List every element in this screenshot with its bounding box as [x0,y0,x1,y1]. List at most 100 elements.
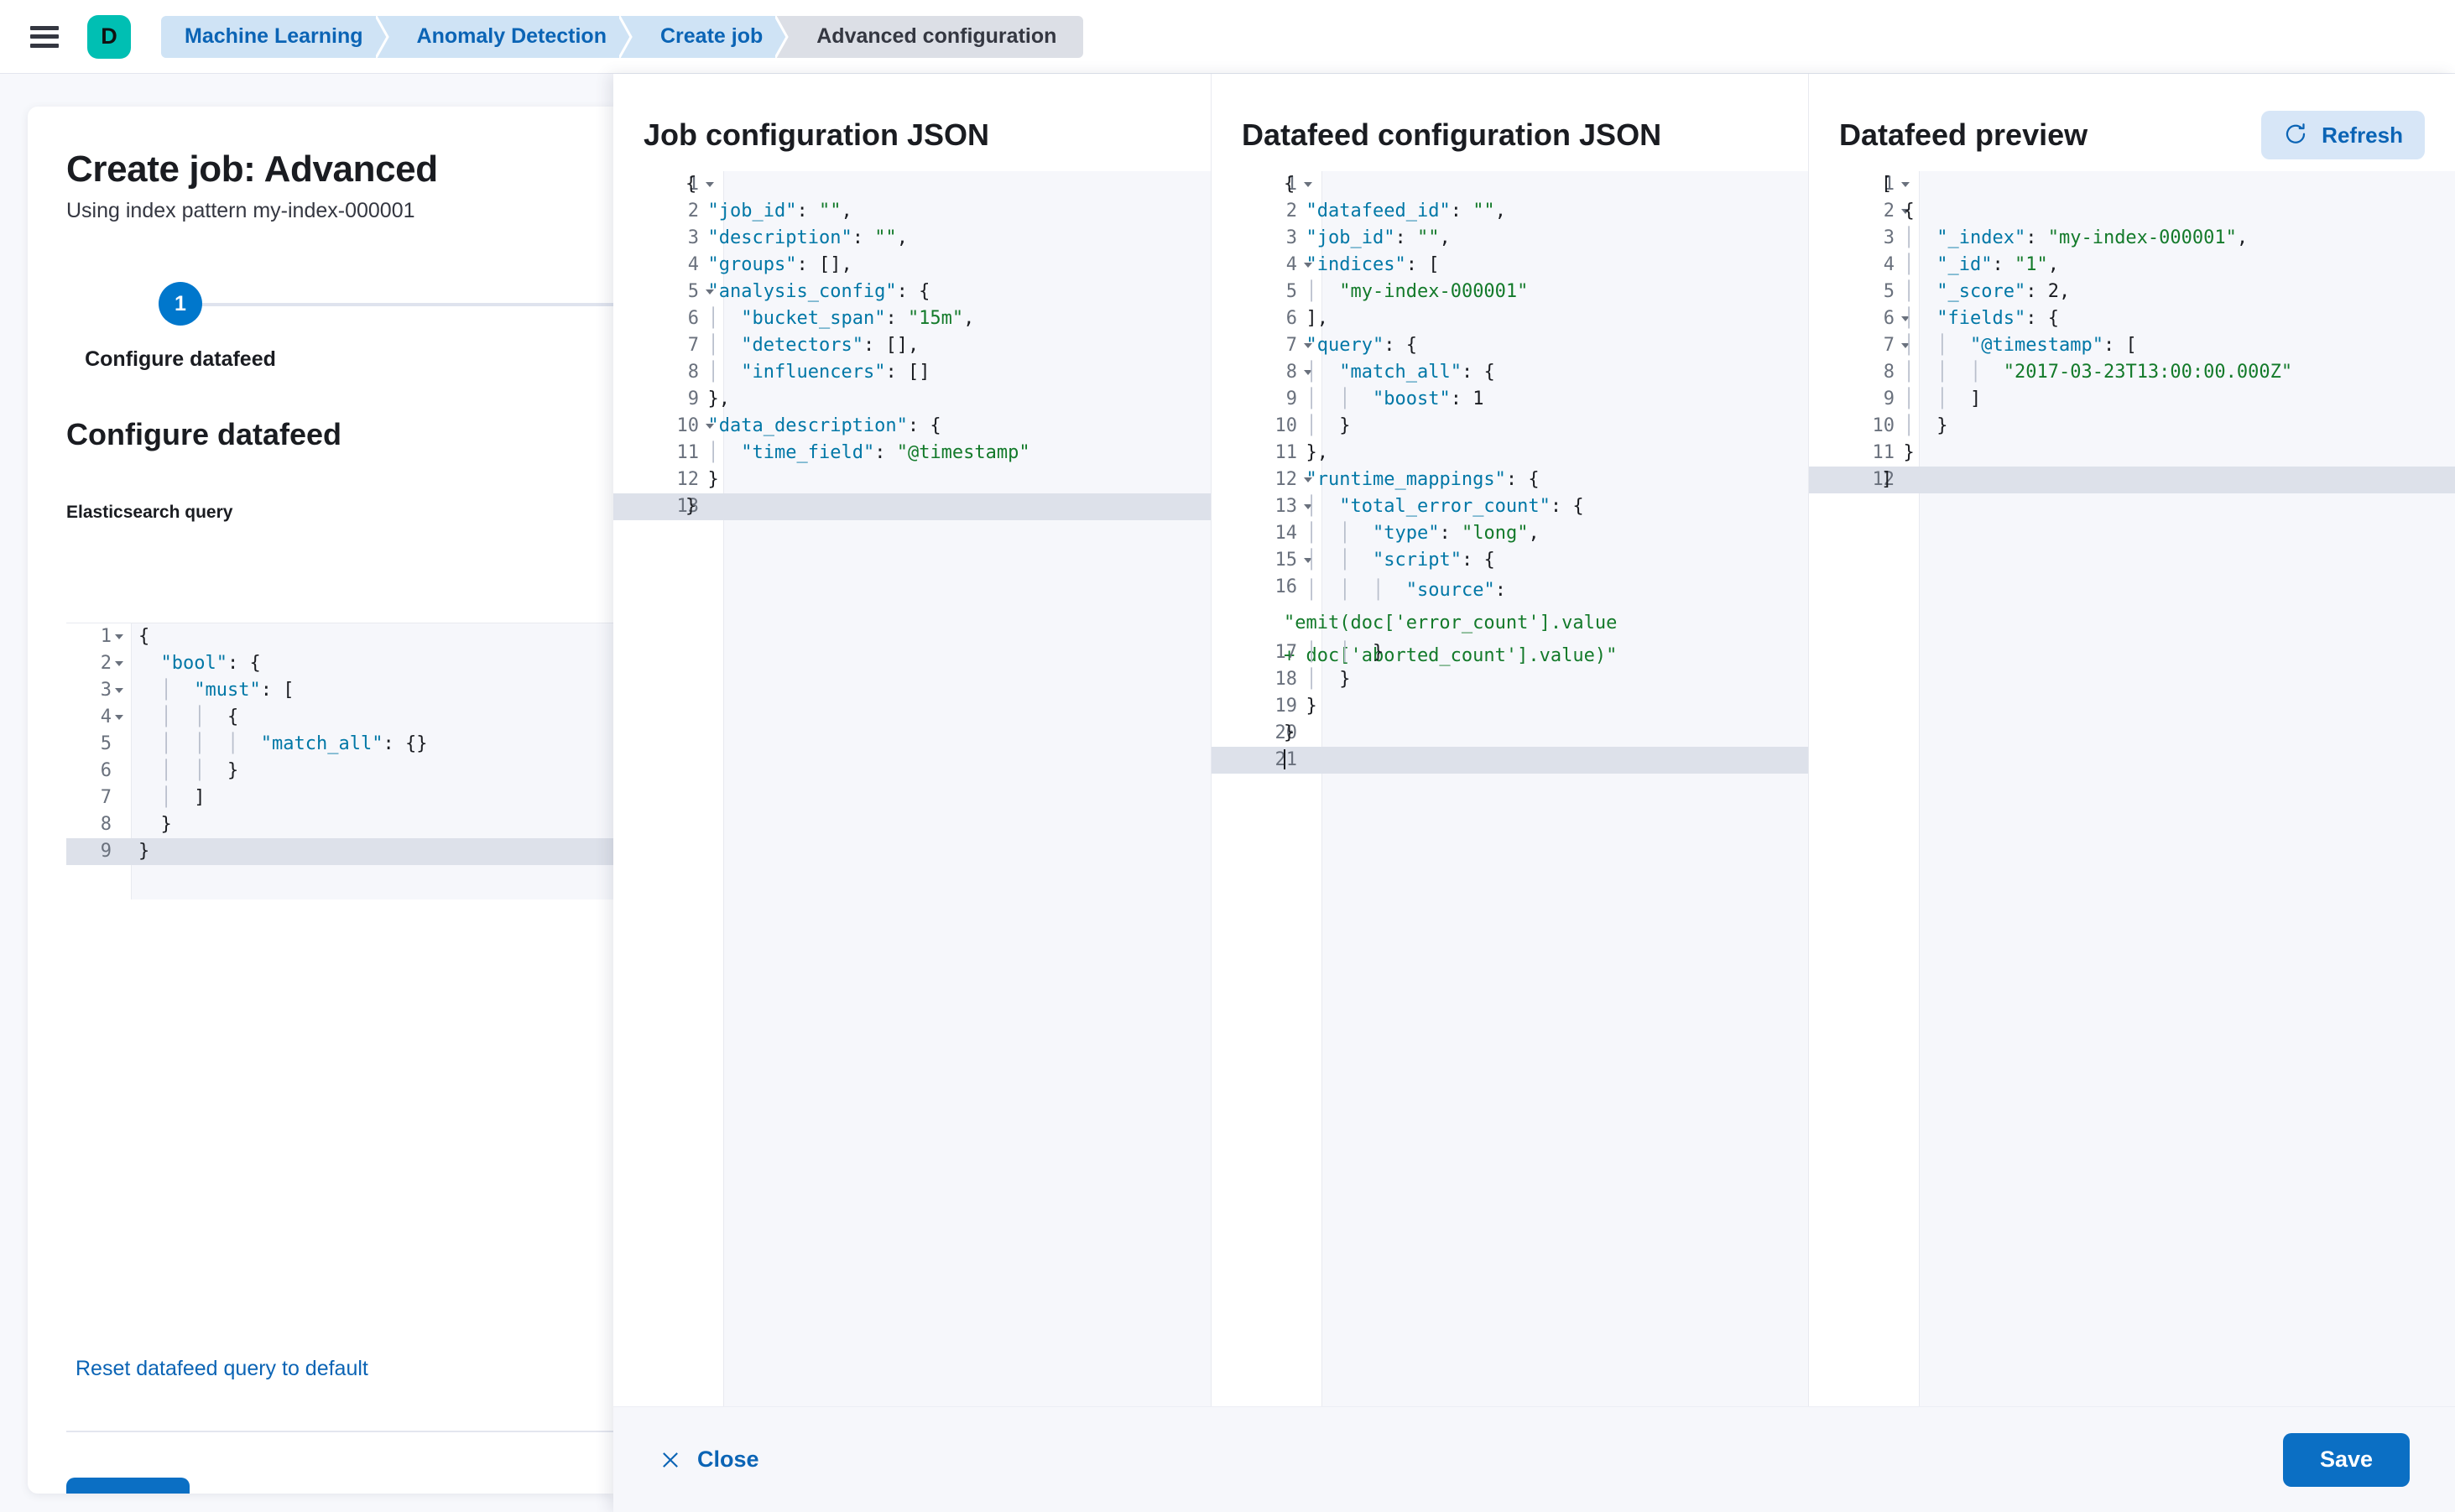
code-line[interactable]: 3 │ "_index": "my-index-000001", [1809,225,2455,252]
code-line[interactable]: 17 │ │ } [1212,639,1808,666]
code-line[interactable]: 5 │ "my-index-000001" [1212,279,1808,305]
code-line[interactable]: 14 │ │ "type": "long", [1212,520,1808,547]
code-fold-arrow-icon[interactable] [1901,182,1910,187]
code-line[interactable]: 9} [66,838,613,865]
edit-json-button[interactable]: Edit JSON [336,1489,443,1494]
code-line[interactable]: 12 "runtime_mappings": { [1212,467,1808,493]
code-line[interactable]: 1[ [1809,171,2455,198]
code-line[interactable]: 4 "groups": [], [613,252,1211,279]
code-line-number: 9 [687,388,699,409]
close-button[interactable]: Close [659,1447,759,1473]
code-fold-arrow-icon[interactable] [1304,343,1312,348]
code-line[interactable]: 9 │ │ "boost": 1 [1212,386,1808,413]
code-line[interactable]: 10 "data_description": { [613,413,1211,440]
elasticsearch-query-editor[interactable]: 1{2 "bool": {3 │ "must": [4 │ │ {5 │ │ │… [66,623,613,899]
code-line[interactable]: 2 { [1809,198,2455,225]
code-line-text: { [138,626,150,647]
code-line[interactable]: 8 │ "influencers": [] [613,359,1211,386]
code-line[interactable]: 13} [613,493,1211,520]
code-line[interactable]: 13 │ "total_error_count": { [1212,493,1808,520]
code-line[interactable]: 6 │ "fields": { [1809,305,2455,332]
next-button[interactable]: Next › [66,1478,190,1494]
code-line[interactable]: 12 } [613,467,1211,493]
code-line[interactable]: 7 "query": { [1212,332,1808,359]
code-line[interactable]: 8 │ │ │ "2017-03-23T13:00:00.000Z" [1809,359,2455,386]
code-line[interactable]: 2 "job_id": "", [613,198,1211,225]
code-line-text: │ "detectors": [], [707,335,920,356]
code-line[interactable]: 9 │ │ ] [1809,386,2455,413]
code-line-number: 2 [687,201,699,222]
code-line[interactable]: 11 }, [1212,440,1808,467]
code-line[interactable]: 10 │ } [1809,413,2455,440]
stepper-step-1[interactable]: 1 [159,282,202,326]
code-line[interactable]: 3 │ "must": [ [66,677,613,704]
code-line[interactable]: 7 │ "detectors": [], [613,332,1211,359]
code-fold-arrow-icon[interactable] [1304,504,1312,509]
code-line[interactable]: 4 │ "_id": "1", [1809,252,2455,279]
editor-lines: 1[2 {3 │ "_index": "my-index-000001",4 │… [1809,171,2455,493]
code-line[interactable]: 6 ], [1212,305,1808,332]
code-fold-arrow-icon[interactable] [1304,182,1312,187]
code-line[interactable]: 6 │ "bucket_span": "15m", [613,305,1211,332]
reset-datafeed-query-link[interactable]: Reset datafeed query to default [76,1357,368,1380]
code-line[interactable]: 9 }, [613,386,1211,413]
code-fold-arrow-icon[interactable] [115,715,123,720]
code-line[interactable]: 18 │ } [1212,666,1808,693]
code-editor[interactable]: 1[2 {3 │ "_index": "my-index-000001",4 │… [1809,171,2455,1406]
stepper-step-number: 1 [175,291,186,315]
save-button[interactable]: Save [2282,1432,2410,1487]
code-line[interactable]: 8 │ "match_all": { [1212,359,1808,386]
code-fold-arrow-icon[interactable] [706,424,714,429]
code-line[interactable]: 5 │ "_score": 2, [1809,279,2455,305]
code-line[interactable]: 1{ [1212,171,1808,198]
code-fold-arrow-icon[interactable] [1304,558,1312,563]
code-line[interactable]: 7 │ ] [66,785,613,811]
code-fold-arrow-icon[interactable] [706,289,714,295]
code-line[interactable]: 5 "analysis_config": { [613,279,1211,305]
code-line[interactable]: 4 │ │ { [66,704,613,731]
code-line[interactable]: 16 │ │ │ "source": "emit(doc['error_coun… [1212,574,1808,666]
code-line[interactable]: 4 "indices": [ [1212,252,1808,279]
code-line[interactable]: 21 [1212,747,1808,774]
code-line[interactable]: 15 │ │ "script": { [1212,547,1808,574]
code-fold-arrow-icon[interactable] [115,661,123,666]
code-fold-arrow-icon[interactable] [115,688,123,693]
code-editor[interactable]: 1{2 "job_id": "",3 "description": "",4 "… [613,171,1211,1406]
code-fold-arrow-icon[interactable] [1901,343,1910,348]
code-fold-arrow-icon[interactable] [1304,477,1312,482]
code-line[interactable]: 12] [1809,467,2455,493]
code-line-number: 12 [1872,469,1895,490]
code-fold-arrow-icon[interactable] [706,182,714,187]
code-fold-arrow-icon[interactable] [115,634,123,639]
code-line[interactable]: 7 │ │ "@timestamp": [ [1809,332,2455,359]
hamburger-icon[interactable] [30,25,59,48]
code-line[interactable]: 5 │ │ │ "match_all": {} [66,731,613,758]
app-logo-avatar[interactable]: D [87,14,131,59]
breadcrumb-item-anomaly-detection[interactable]: Anomaly Detection [386,15,641,58]
code-line[interactable]: 2 "bool": { [66,650,613,677]
code-line-number: 2 [1883,201,1895,222]
code-line[interactable]: 3 "job_id": "", [1212,225,1808,252]
code-line[interactable]: 3 "description": "", [613,225,1211,252]
editor-left-margin [1809,171,1839,1406]
code-line[interactable]: 11 │ "time_field": "@timestamp" [613,440,1211,467]
code-line[interactable]: 2 "datafeed_id": "", [1212,198,1808,225]
breadcrumb-item-machine-learning[interactable]: Machine Learning [161,15,398,58]
code-line[interactable]: 20} [1212,720,1808,747]
code-line[interactable]: 10 │ } [1212,413,1808,440]
code-line[interactable]: 19 } [1212,693,1808,720]
breadcrumb-item-create-job[interactable]: Create job [629,15,798,58]
code-editor[interactable]: 1{2 "datafeed_id": "",3 "job_id": "",4 "… [1212,171,1808,1406]
code-fold-arrow-icon[interactable] [1304,370,1312,375]
code-fold-arrow-icon[interactable] [1304,263,1312,268]
code-fold-arrow-icon[interactable] [1901,316,1910,321]
code-line[interactable]: 1{ [613,171,1211,198]
code-fold-arrow-icon[interactable] [1901,209,1910,214]
refresh-button-label: Refresh [2322,122,2403,148]
code-line[interactable]: 1{ [66,623,613,650]
code-line[interactable]: 11 } [1809,440,2455,467]
code-line[interactable]: 8 } [66,811,613,838]
refresh-button[interactable]: Refresh [2261,111,2425,159]
code-line-number: 8 [1883,362,1895,383]
code-line[interactable]: 6 │ │ } [66,758,613,785]
